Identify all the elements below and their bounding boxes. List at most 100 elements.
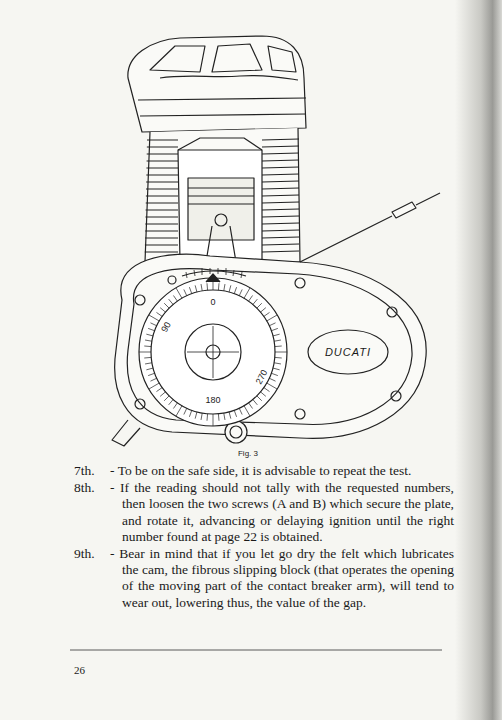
degree-tick (239, 289, 242, 295)
degree-tick (274, 340, 281, 341)
degree-tick (234, 410, 236, 417)
footer-rule (70, 650, 442, 651)
degree-tick (201, 284, 202, 291)
degree-number: 180 (205, 395, 220, 405)
degree-tick (164, 396, 169, 401)
degree-tick (150, 323, 156, 326)
degree-wheel-ring (151, 290, 275, 414)
step-text: - To be on the safe side, it is advisabl… (110, 463, 454, 479)
degree-tick (260, 392, 265, 396)
cylinder-barrel (145, 128, 300, 262)
figure-caption: Fig. 3 (238, 449, 258, 458)
drain-plug-inner (230, 426, 242, 438)
cylinder-cutaway (178, 150, 262, 262)
step-number: 7th. (74, 463, 114, 479)
degree-tick (173, 295, 177, 301)
degree-tick (224, 284, 225, 291)
degree-tick (234, 287, 236, 294)
degree-ticks (139, 278, 287, 426)
degree-tick (267, 315, 277, 321)
degree-tick (275, 345, 282, 347)
degree-tick (267, 383, 277, 389)
degree-tick (249, 295, 253, 301)
degree-tick (269, 378, 275, 381)
degree-tick (144, 345, 151, 347)
degree-tick (275, 357, 282, 359)
degree-tick (189, 287, 191, 294)
degree-tick (229, 412, 231, 419)
degree-tick (169, 299, 173, 304)
page-number: 26 (74, 664, 85, 676)
test-lead (300, 216, 392, 262)
degree-tick (264, 312, 270, 316)
degree-tick (206, 414, 208, 421)
degree-tick (274, 363, 281, 364)
degree-tick (273, 368, 280, 370)
degree-tick (139, 352, 151, 353)
degree-tick (173, 403, 177, 409)
head-fins (138, 98, 306, 116)
timing-pointer (206, 274, 220, 282)
page-curl-shadow (455, 0, 502, 720)
degree-tick (229, 285, 231, 292)
degree-tick (156, 388, 162, 392)
degree-tick (184, 408, 187, 414)
degree-tick (176, 406, 182, 416)
brand-name: DUCATI (325, 346, 371, 358)
degree-wheel (139, 278, 287, 426)
degree-tick (156, 312, 162, 316)
degree-tick (269, 323, 275, 326)
degree-tick (257, 303, 262, 308)
degree-tick (273, 334, 280, 336)
gudgeon-pin (215, 214, 227, 226)
degree-tick (244, 406, 250, 416)
degree-tick (206, 283, 208, 290)
lead-connector (392, 202, 416, 218)
degree-tick (218, 283, 220, 290)
cover-screw (135, 399, 145, 409)
degree-tick (145, 340, 152, 341)
degree-tick (176, 288, 182, 298)
degree-tick (253, 399, 257, 404)
degree-tick (224, 413, 225, 420)
head-ribs (150, 44, 296, 72)
crankcase-cover (115, 254, 426, 438)
head-ridge (160, 75, 298, 80)
brand-badge (308, 330, 388, 374)
degree-tick (195, 285, 197, 292)
degree-tick (148, 328, 155, 330)
cylinder-fin (147, 139, 299, 140)
degree-tick (239, 408, 242, 414)
step-number: 8th. (74, 480, 114, 496)
degree-tick (146, 334, 153, 336)
degree-tick (264, 388, 270, 392)
piston-rings (188, 188, 254, 204)
cover-screw (295, 278, 305, 288)
degree-tick (150, 378, 156, 381)
degree-tick (271, 373, 278, 375)
cover-screw (391, 391, 401, 401)
degree-tick (160, 392, 165, 396)
degree-tick (195, 412, 197, 419)
crankcase-lug (112, 420, 140, 446)
degree-tick (144, 357, 151, 359)
cover-screw (168, 276, 176, 284)
degree-tick (145, 363, 152, 364)
step-text: - Bear in mind that if you let go dry th… (110, 546, 454, 611)
degree-tick (160, 308, 165, 312)
cylinder-fin (147, 146, 299, 147)
hub-cross (187, 326, 239, 378)
degree-tick (249, 403, 253, 409)
combustion-chamber (178, 138, 262, 150)
step-number: 9th. (74, 546, 114, 562)
degree-tick (244, 288, 250, 298)
cover-screw (387, 307, 397, 317)
degree-tick (201, 413, 202, 420)
piston (188, 178, 254, 240)
degree-tick (271, 328, 278, 330)
wheel-hub (185, 324, 241, 380)
degree-tick (260, 308, 265, 312)
cylinder-head (128, 36, 306, 132)
degree-tick (253, 299, 257, 304)
